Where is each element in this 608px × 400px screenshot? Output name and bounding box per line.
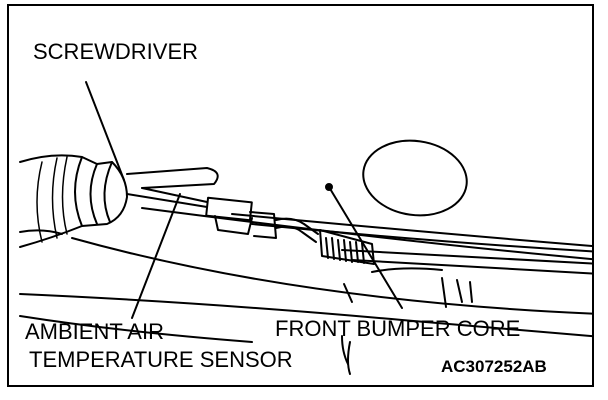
bumper-opening: [362, 139, 468, 217]
figure-frame: SCREWDRIVER AMBIENT AIR TEMPERATURE SENS…: [7, 4, 594, 387]
screwdriver-label: SCREWDRIVER: [33, 39, 199, 64]
figure-code: AC307252AB: [441, 357, 547, 376]
sensor-connector: [205, 196, 375, 265]
sensor-label-line2: TEMPERATURE SENSOR: [29, 347, 293, 372]
sensor-label-line1: AMBIENT AIR: [25, 319, 164, 344]
line-drawing: [19, 81, 592, 375]
bumper-core-label: FRONT BUMPER CORE: [275, 316, 521, 341]
screwdriver: [19, 154, 219, 248]
leader-lines: [85, 81, 403, 319]
